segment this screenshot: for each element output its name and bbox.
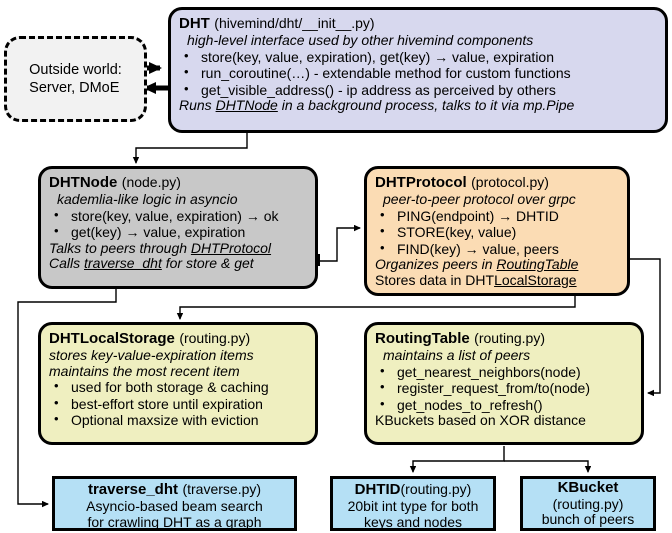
- routingtable-header: RoutingTable (routing.py): [375, 330, 633, 348]
- dhtnode-note-1: Talks to peers through DHTProtocol: [49, 239, 307, 257]
- traverse-dht-node: traverse_dht (traverse.py) Asyncio-based…: [52, 476, 297, 531]
- dht-subtitle: high-level interface used by other hivem…: [187, 31, 534, 48]
- dhtprotocol-note2-pre: Stores data in DHT: [375, 271, 495, 288]
- dhtprotocol-node: DHTProtocol (protocol.py) peer-to-peer p…: [364, 166, 630, 296]
- routingtable-method-1: register_request_from/to(node): [375, 379, 633, 397]
- dhtlocalstorage-feature-2: Optional maxsize with eviction: [49, 411, 307, 429]
- dhtprotocol-note2-link-localstorage: LocalStorage: [494, 271, 577, 288]
- dhtnode-node: DHTNode (node.py) kademlia-like logic in…: [38, 166, 318, 289]
- outside-world-node: Outside world: Server, DMoE: [4, 36, 147, 122]
- dht-note-post: in a background process, talks to it via…: [277, 97, 575, 114]
- dhtnode-note2-link-traverse-dht: traverse_dht: [84, 255, 162, 272]
- kbucket-title: KBucket: [557, 479, 619, 496]
- dhtprotocol-method-2: FIND(key) → value, peers: [375, 240, 619, 258]
- dht-module: (hivemind/dht/__init__.py): [214, 15, 375, 31]
- kbucket-module: (routing.py): [552, 495, 624, 512]
- dhtprotocol-method-0: PING(endpoint) → DHTID: [375, 207, 619, 225]
- dhtprotocol-note-2: Stores data in DHTLocalStorage: [375, 271, 619, 289]
- dhtprotocol-header: DHTProtocol (protocol.py): [375, 174, 619, 192]
- dht-method-1: run_coroutine(…) - extendable method for…: [179, 64, 657, 82]
- routingtable-module: (routing.py): [474, 330, 545, 346]
- dhtnode-module: (node.py): [121, 174, 181, 190]
- connector-dhtnode-to-dhtprotocol: [318, 224, 361, 266]
- connector-routingtable-to-dhtid: [409, 446, 505, 473]
- dht-node: DHT (hivemind/dht/__init__.py) high-leve…: [168, 7, 668, 133]
- dhtprotocol-note-1: Organizes peers in RoutingTable: [375, 256, 619, 273]
- dhtlocalstorage-feature-0: used for both storage & caching: [49, 378, 307, 396]
- dhtnode-note-2: Calls traverse_dht for store & get: [49, 255, 307, 272]
- dhtnode-title: DHTNode: [49, 174, 118, 191]
- kbucket-line-1: bunch of peers: [541, 511, 635, 528]
- dhtlocalstorage-subtitle-1: stores key-value-expiration items: [49, 346, 254, 363]
- dhtprotocol-method-list: PING(endpoint) → DHTID STORE(key, value)…: [375, 207, 619, 258]
- dht-header: DHT (hivemind/dht/__init__.py): [179, 15, 657, 33]
- dhtnode-method-0: store(key, value, expiration) → ok: [49, 207, 307, 225]
- dhtnode-method-1: get(key) → value, expiration: [49, 223, 307, 241]
- traverse-dht-module: (traverse.py): [182, 481, 262, 497]
- connector-dhtprotocol-to-dhtlocalstorage: [176, 292, 576, 320]
- dhtprotocol-module: (protocol.py): [471, 174, 549, 190]
- kbucket-node: KBucket (routing.py) bunch of peers: [520, 476, 656, 531]
- dhtprotocol-note1-link-routingtable: RoutingTable: [496, 256, 579, 273]
- dhtid-line-1: 20bit int type for both: [347, 497, 479, 514]
- dht-note: Runs DHTNode in a background process, ta…: [179, 97, 657, 114]
- dhtlocalstorage-feature-list: used for both storage & caching best-eff…: [49, 378, 307, 429]
- dhtnode-note2-pre: Calls: [49, 255, 85, 272]
- dht-method-0: store(key, value, expiration), get(key) …: [179, 48, 657, 66]
- dhtid-node: DHTID(routing.py) 20bit int type for bot…: [330, 476, 496, 531]
- dhtnode-note1-pre: Talks to peers through: [49, 239, 191, 256]
- traverse-dht-title: traverse_dht: [87, 481, 178, 498]
- routingtable-method-0: get_nearest_neighbors(node): [375, 363, 633, 381]
- routingtable-method-2: get_nodes_to_refresh(): [375, 396, 633, 414]
- dhtnode-header: DHTNode (node.py): [49, 174, 307, 192]
- dhtid-header: DHTID(routing.py): [333, 481, 493, 499]
- dhtprotocol-subtitle: peer-to-peer protocol over grpc: [383, 190, 576, 207]
- dhtlocalstorage-module: (routing.py): [179, 330, 251, 346]
- dhtprotocol-title: DHTProtocol: [375, 174, 467, 191]
- dhtprotocol-method-1: STORE(key, value): [375, 223, 619, 241]
- dht-note-link-dhtnode: DHTNode: [215, 97, 278, 114]
- dhtid-module: (routing.py): [400, 481, 472, 497]
- dht-method-2: get_visible_address() - ip address as pe…: [179, 81, 657, 99]
- routingtable-note: KBuckets based on XOR distance: [375, 412, 586, 429]
- dht-note-pre: Runs: [179, 97, 216, 114]
- dhtlocalstorage-node: DHTLocalStorage (routing.py) stores key-…: [38, 322, 318, 445]
- dhtnode-note1-link-dhtprotocol: DHTProtocol: [190, 239, 272, 256]
- dhtnode-method-list: store(key, value, expiration) → ok get(k…: [49, 207, 307, 241]
- traverse-dht-line-1: Asyncio-based beam search: [86, 497, 263, 514]
- dhtlocalstorage-title: DHTLocalStorage: [49, 330, 175, 347]
- dhtlocalstorage-header: DHTLocalStorage (routing.py): [49, 330, 307, 348]
- dhtlocalstorage-subtitle-2: maintains the most recent item: [49, 362, 240, 379]
- connector-routingtable-to-kbucket: [504, 460, 592, 473]
- routingtable-node: RoutingTable (routing.py) maintains a li…: [364, 322, 644, 445]
- dht-method-list: store(key, value, expiration), get(key) …: [179, 48, 657, 99]
- outside-world-line2: Server, DMoE: [29, 80, 120, 96]
- outside-world-line1: Outside world:: [29, 61, 122, 78]
- dhtnode-subtitle: kademlia-like logic in asyncio: [57, 190, 238, 207]
- dhtlocalstorage-feature-1: best-effort store until expiration: [49, 395, 307, 413]
- traverse-dht-line-2: for crawling DHT as a graph: [87, 513, 262, 530]
- routingtable-subtitle: maintains a list of peers: [383, 346, 531, 363]
- dhtid-line-2: keys and nodes: [363, 513, 463, 530]
- dht-title: DHT: [179, 15, 210, 32]
- dhtprotocol-note1-pre: Organizes peers in: [375, 256, 497, 273]
- dhtnode-note2-post: for store & get: [161, 255, 254, 272]
- traverse-dht-header: traverse_dht (traverse.py): [55, 481, 294, 499]
- routingtable-title: RoutingTable: [375, 330, 470, 347]
- dhtid-title: DHTID: [354, 481, 401, 498]
- routingtable-method-list: get_nearest_neighbors(node) register_req…: [375, 363, 633, 414]
